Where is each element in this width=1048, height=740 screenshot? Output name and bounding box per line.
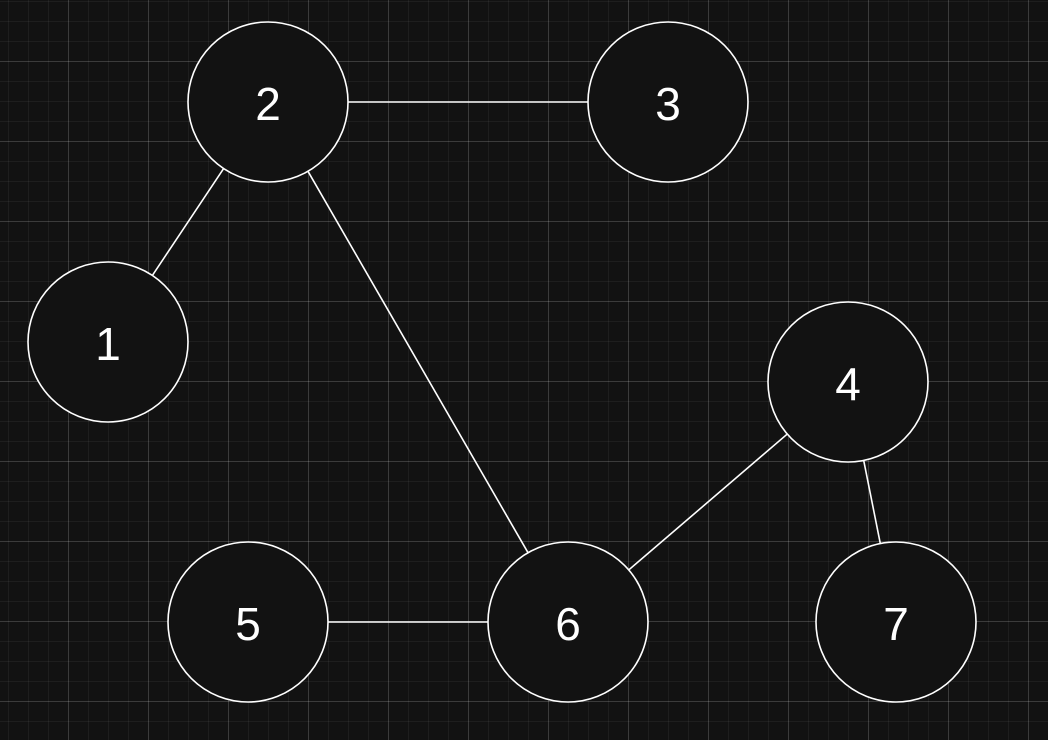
node-6[interactable]: 6 [487,541,649,703]
node-1[interactable]: 1 [27,261,189,423]
node-5-circle [167,541,329,703]
edges-layer [151,101,882,623]
nodes-layer: 1 2 3 4 5 6 7 [27,21,977,703]
edge-4-7 [862,460,882,544]
node-2-circle [187,21,349,183]
node-1-circle [27,261,189,423]
node-4-circle [767,301,929,463]
node-7[interactable]: 7 [815,541,977,703]
node-4[interactable]: 4 [767,301,929,463]
node-6-circle [487,541,649,703]
edge-2-6 [307,170,529,554]
edge-2-1 [151,168,225,276]
node-5-label: 5 [235,598,261,650]
node-3[interactable]: 3 [587,21,749,183]
node-4-label: 4 [835,358,861,410]
node-3-circle [587,21,749,183]
node-7-circle [815,541,977,703]
node-7-label: 7 [883,598,909,650]
node-6-label: 6 [555,598,581,650]
node-1-label: 1 [95,318,121,370]
node-2[interactable]: 2 [187,21,349,183]
node-3-label: 3 [655,78,681,130]
node-5[interactable]: 5 [167,541,329,703]
edge-6-4 [628,433,788,571]
node-2-label: 2 [255,78,281,130]
